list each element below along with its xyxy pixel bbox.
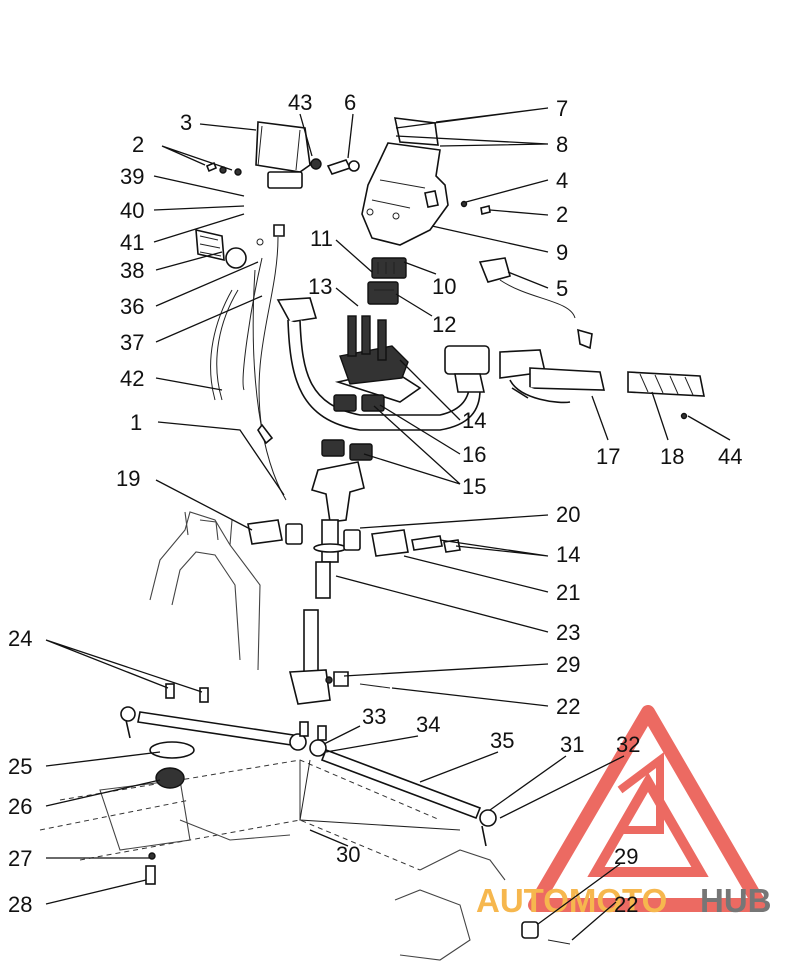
callout-30: 30 [336, 842, 360, 867]
callout-27: 27 [8, 846, 32, 871]
callout-41: 41 [120, 230, 144, 255]
watermark-brand-part2: HUB [700, 882, 772, 919]
callout-10: 10 [432, 274, 456, 299]
callout-35: 35 [490, 728, 514, 753]
callout-12: 12 [432, 312, 456, 337]
callout-23: 23 [556, 620, 580, 645]
callout-34: 34 [416, 712, 440, 737]
brake-master-cylinder [444, 345, 606, 404]
callout-39: 39 [120, 164, 144, 189]
callout-11: 11 [310, 226, 333, 251]
callout-28: 28 [8, 892, 32, 917]
switch-block [367, 257, 407, 305]
headlight-housing [205, 121, 311, 189]
leader-lines [45, 107, 731, 941]
callout-14-lower: 14 [556, 542, 580, 567]
callout-42: 42 [120, 366, 144, 391]
callout-33: 33 [362, 704, 386, 729]
automotohub-watermark: AUTOMOTO HUB [476, 705, 772, 919]
callout-1: 1 [130, 410, 142, 435]
callout-6: 6 [344, 90, 356, 115]
small-screws-right [460, 200, 491, 215]
callout-15: 15 [462, 474, 486, 499]
callout-29-upper: 29 [556, 652, 580, 677]
frame-outline [39, 511, 506, 961]
callout-40: 40 [120, 198, 144, 223]
callout-9: 9 [556, 240, 568, 265]
callout-43: 43 [288, 90, 312, 115]
throttle-control [478, 257, 593, 350]
callout-3: 3 [180, 110, 192, 135]
tie-rods [120, 683, 497, 885]
callout-2-right: 2 [556, 202, 568, 227]
callout-29-lower: 29 [614, 844, 638, 869]
callout-26: 26 [8, 794, 32, 819]
callout-32: 32 [616, 732, 640, 757]
steering-post [288, 461, 365, 705]
callout-38: 38 [120, 258, 144, 283]
callout-21: 21 [556, 580, 580, 605]
callout-36: 36 [120, 294, 144, 319]
callout-4: 4 [556, 168, 568, 193]
callout-20: 20 [556, 502, 580, 527]
callout-17: 17 [596, 444, 620, 469]
callout-37: 37 [120, 330, 144, 355]
bushings [247, 519, 461, 557]
callout-25: 25 [8, 754, 32, 779]
callout-5: 5 [556, 276, 568, 301]
callout-labels: 1 2 2 3 4 5 6 7 8 9 10 11 12 13 14 14 15… [8, 90, 742, 917]
callout-14-upper: 14 [462, 408, 486, 433]
callout-8: 8 [556, 132, 568, 157]
callout-2-left: 2 [132, 132, 144, 157]
callout-19: 19 [116, 466, 140, 491]
callout-31: 31 [560, 732, 584, 757]
callout-22-lower: 22 [614, 892, 638, 917]
callout-22-upper: 22 [556, 694, 580, 719]
handlebar-clamps [321, 315, 409, 461]
handlebar-pod [361, 117, 449, 246]
callout-44: 44 [718, 444, 742, 469]
callout-24: 24 [8, 626, 32, 651]
callout-16: 16 [462, 442, 486, 467]
watermark-brand-part1: AUTOMOTO [476, 882, 667, 919]
callout-13: 13 [308, 274, 332, 299]
left-grip-cables [195, 224, 287, 501]
callout-7: 7 [556, 96, 568, 121]
callout-18: 18 [660, 444, 684, 469]
right-grip [627, 371, 705, 420]
bolt-43-6 [310, 158, 360, 175]
